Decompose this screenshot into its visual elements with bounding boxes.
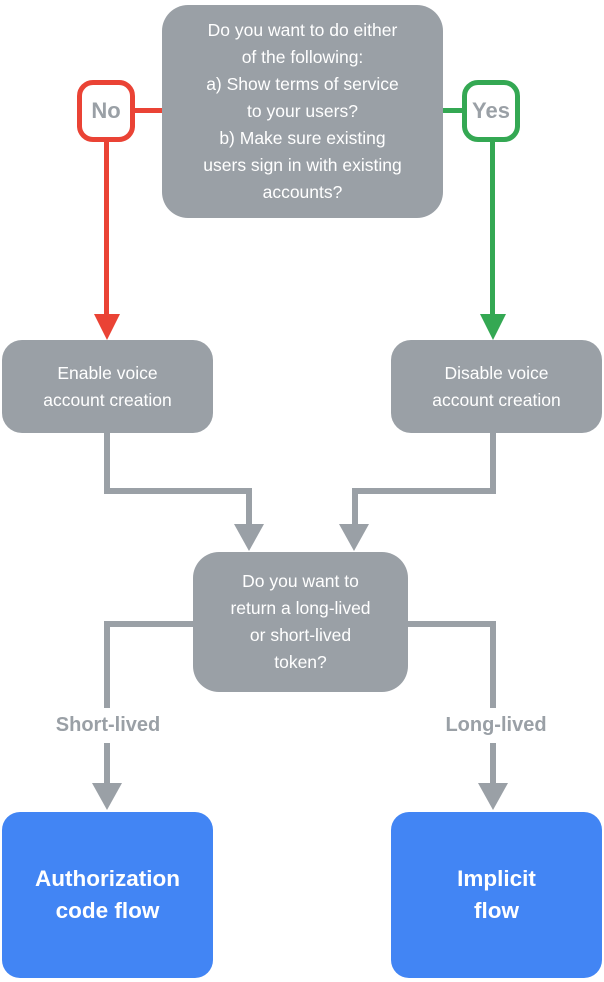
question-node-token: Do you want to return a long-lived or sh… bbox=[193, 552, 408, 692]
long-lived-connector-down bbox=[490, 621, 496, 783]
enable-voice-node: Enable voice account creation bbox=[2, 340, 213, 433]
disable-connector-down bbox=[490, 433, 496, 494]
no-connector-horizontal bbox=[135, 108, 162, 113]
long-lived-connector-across bbox=[408, 621, 496, 627]
enable-arrowhead bbox=[234, 524, 264, 551]
question-node-terms: Do you want to do either of the followin… bbox=[162, 5, 443, 218]
implicit-flow-node: Implicit flow bbox=[391, 812, 602, 978]
disable-connector-drop bbox=[352, 488, 358, 525]
short-lived-label: Short-lived bbox=[23, 708, 193, 743]
short-lived-arrowhead bbox=[92, 783, 122, 810]
no-badge: No bbox=[77, 80, 135, 142]
long-lived-label: Long-lived bbox=[411, 708, 581, 743]
yes-badge: Yes bbox=[462, 80, 520, 142]
enable-connector-drop bbox=[246, 488, 252, 525]
enable-connector-down bbox=[104, 433, 110, 494]
enable-connector-across bbox=[104, 488, 252, 494]
authorization-code-flow-node: Authorization code flow bbox=[2, 812, 213, 978]
no-arrow-stem bbox=[104, 141, 109, 315]
short-lived-connector-down bbox=[104, 621, 110, 783]
long-lived-arrowhead bbox=[478, 783, 508, 810]
disable-voice-node: Disable voice account creation bbox=[391, 340, 602, 433]
yes-arrow-stem bbox=[490, 141, 495, 315]
yes-connector-horizontal bbox=[443, 108, 462, 113]
short-lived-connector-across bbox=[104, 621, 193, 627]
no-arrowhead bbox=[94, 314, 120, 340]
disable-connector-across bbox=[352, 488, 496, 494]
disable-arrowhead bbox=[339, 524, 369, 551]
yes-arrowhead bbox=[480, 314, 506, 340]
